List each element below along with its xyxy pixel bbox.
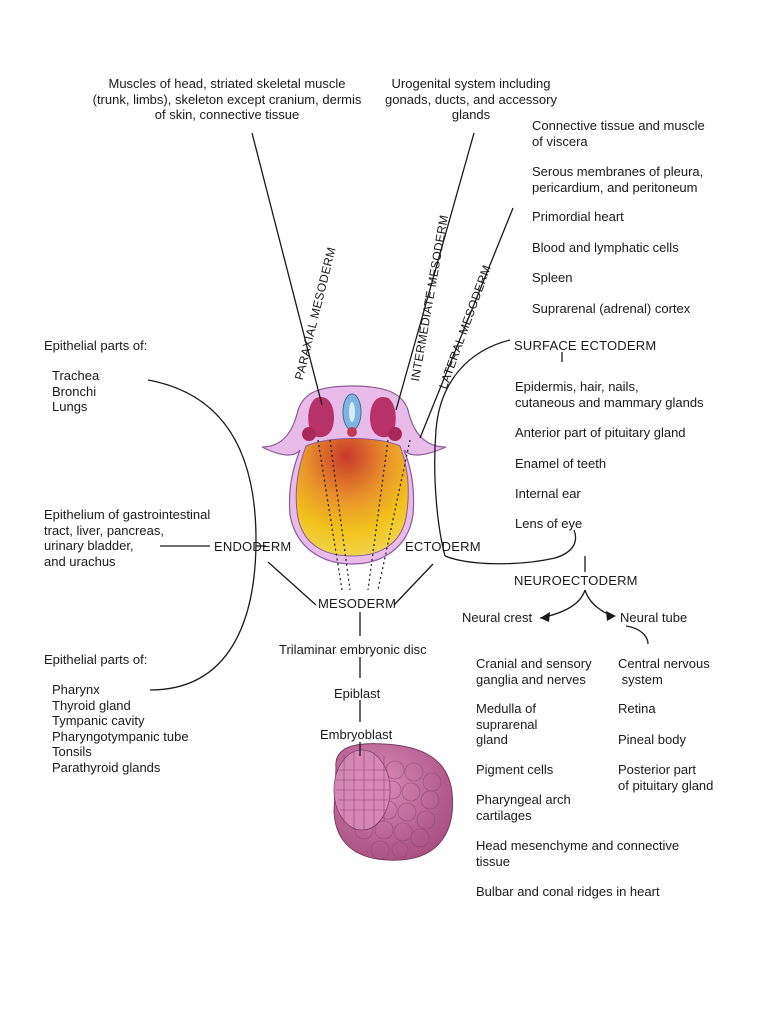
neural-crest-derivative-line: gland [476, 732, 508, 747]
endoderm-item: Bronchi [52, 383, 97, 399]
trilaminar-disc-label: Trilaminar embryonic disc [279, 642, 427, 657]
neural-crest-derivative-line: suprarenal [476, 716, 538, 732]
intermediate-derivative-line: gonads, ducts, and accessory [385, 91, 557, 107]
neural-tube-derivative: Posterior part of pituitary gland [618, 762, 713, 793]
endoderm-group1-title: Epithelial parts of: [44, 338, 148, 353]
endoderm-item: Pharyngotympanic tube [52, 728, 189, 744]
embryo-cross-section [261, 385, 447, 565]
neural-crest-derivative: Medulla of suprarenal gland [476, 701, 537, 748]
lateral-derivative-line: pericardium, and peritoneum [532, 179, 698, 195]
neural-crest-derivative: Pharyngeal arch cartilages [476, 792, 571, 823]
endoderm-group1-list: Trachea Bronchi Lungs [52, 368, 99, 415]
endoderm-group3-list: Pharynx Thyroid gland Tympanic cavity Ph… [52, 682, 189, 775]
embryoblast-label: Embryoblast [320, 727, 393, 742]
neural-crest-derivative-line: Pharyngeal arch [476, 792, 571, 807]
endoderm-group2: Epithelium of gastrointestinal tract, li… [44, 507, 210, 569]
lateral-derivative: Connective tissue and muscle of viscera [532, 118, 705, 149]
lateral-derivative: Blood and lymphatic cells [532, 240, 679, 255]
neural-tube-derivative: Central nervous system [618, 656, 710, 687]
surface-ectoderm-label: SURFACE ECTODERM [514, 338, 657, 353]
surface-ectoderm-derivative: Enamel of teeth [515, 456, 607, 471]
neural-tube-derivative: Pineal body [618, 732, 686, 747]
paraxial-derivative-line: of skin, connective tissue [154, 107, 300, 122]
lateral-derivative: Primordial heart [532, 209, 624, 224]
neuroectoderm-label: NEUROECTODERM [514, 573, 638, 588]
embryoblast-illustration [333, 743, 454, 861]
neural-tube-derivative-line: of pituitary gland [618, 777, 714, 793]
neural-tube-derivative: Retina [618, 701, 656, 716]
endoderm-item: Lungs [52, 399, 88, 414]
neural-tube-derivative-line: Posterior part [618, 762, 697, 777]
lateral-derivative-line: Serous membranes of pleura, [532, 164, 704, 179]
endoderm-group3-title: Epithelial parts of: [44, 652, 148, 667]
neural-tube-derivative-line: Central nervous [618, 656, 710, 671]
endoderm-item: Tympanic cavity [52, 713, 145, 728]
endoderm-item: Thyroid gland [52, 697, 131, 713]
surface-ectoderm-derivative: Epidermis, hair, nails, cutaneous and ma… [515, 379, 704, 410]
neural-crest-derivative: Head mesenchyme and connective tissue [476, 838, 679, 869]
mesoderm-label: MESODERM [318, 596, 397, 611]
neural-crest-derivative: Pigment cells [476, 762, 554, 777]
endoderm-label: ENDODERM [214, 539, 292, 554]
surface-ectoderm-derivative: Anterior part of pituitary gland [515, 425, 686, 440]
neural-crest-derivative-line: Cranial and sensory [476, 656, 592, 671]
neural-crest-derivative: Cranial and sensory ganglia and nerves [476, 656, 592, 687]
endoderm-group2-line: and urachus [44, 553, 116, 569]
lateral-derivative: Suprarenal (adrenal) cortex [532, 301, 691, 316]
endoderm-item: Pharynx [52, 682, 100, 697]
neural-crest-derivative-line: tissue [476, 853, 510, 869]
neural-crest-derivative: Bulbar and conal ridges in heart [476, 884, 660, 899]
neural-tube-derivative-line: system [618, 671, 663, 687]
endoderm-item: Trachea [52, 368, 100, 383]
lateral-derivative-line: of viscera [532, 133, 588, 149]
endoderm-group2-line: tract, liver, pancreas, [44, 522, 164, 538]
neural-crest-label: Neural crest [462, 610, 533, 625]
ectoderm-label: ECTODERM [405, 539, 481, 554]
lateral-derivative: Serous membranes of pleura, pericardium,… [532, 164, 703, 195]
neural-crest-derivative-line: Head mesenchyme and connective [476, 838, 680, 853]
surface-ectoderm-derivative: Internal ear [515, 486, 581, 501]
paraxial-derivative-line: Muscles of head, striated skeletal muscl… [108, 76, 346, 91]
surface-ectoderm-derivative-line: Epidermis, hair, nails, [515, 379, 639, 394]
endoderm-group2-line: urinary bladder, [44, 538, 134, 553]
neural-crest-derivative-line: cartilages [476, 807, 532, 823]
endoderm-item: Tonsils [52, 744, 92, 759]
intermediate-derivative-line: glands [451, 107, 491, 122]
neural-crest-derivative-line: Medulla of [476, 701, 536, 716]
lateral-derivative: Spleen [532, 270, 573, 285]
surface-ectoderm-derivative: Lens of eye [515, 516, 583, 531]
endoderm-item: Parathyroid glands [52, 759, 161, 775]
endoderm-group2-line: Epithelium of gastrointestinal [44, 507, 211, 522]
paraxial-derivatives: Muscles of head, striated skeletal muscl… [32, 76, 422, 123]
lateral-derivative-line: Connective tissue and muscle [532, 118, 705, 133]
epiblast-label: Epiblast [334, 686, 381, 701]
intermediate-derivatives: Urogenital system including gonads, duct… [360, 76, 582, 123]
neural-crest-derivative-line: ganglia and nerves [476, 671, 586, 687]
intermediate-derivative-line: Urogenital system including [391, 76, 551, 91]
paraxial-derivative-line: (trunk, limbs), skeleton except cranium,… [92, 91, 362, 107]
neural-tube-label: Neural tube [620, 610, 688, 625]
surface-ectoderm-derivative-line: cutaneous and mammary glands [515, 394, 704, 410]
